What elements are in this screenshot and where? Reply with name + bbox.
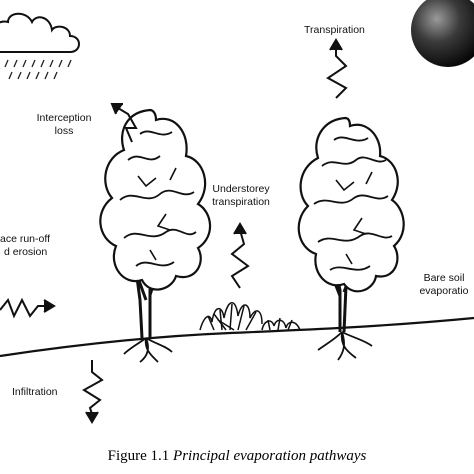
understorey-arrow (230, 222, 250, 289)
runoff-line-2: d erosion (4, 246, 48, 258)
bare-soil-line-1: Bare soil (423, 272, 465, 284)
infiltration-label: Infiltration (12, 386, 58, 398)
caption-prefix: Figure 1.1 (107, 448, 170, 464)
surface-runoff-erosion-label: ace run-off d erosion (0, 233, 50, 259)
rain-cloud-icon (0, 12, 80, 80)
infiltration-arrow (82, 360, 104, 424)
runoff-arrow (0, 297, 56, 319)
rain-streaks (4, 59, 72, 80)
interception-line-2: loss (54, 125, 74, 137)
interception-line-1: Interception (36, 112, 92, 124)
interception-arrow (110, 103, 138, 143)
right-tree (297, 116, 405, 361)
left-tree (99, 108, 212, 363)
bare-soil-evaporation-label: Bare soil evaporatio (408, 272, 474, 298)
interception-loss-label: Interception loss (24, 112, 104, 138)
runoff-line-1: ace run-off (0, 233, 51, 245)
understorey-shrubs (199, 302, 301, 331)
bare-soil-line-2: evaporatio (419, 285, 469, 297)
figure-caption: Figure 1.1 Principal evaporation pathway… (0, 448, 474, 465)
understorey-line-2: transpiration (212, 196, 270, 208)
understorey-line-1: Understorey (212, 183, 270, 195)
understorey-transpiration-label: Understorey transpiration (196, 183, 286, 209)
transpiration-label: Transpiration (304, 24, 365, 36)
transpiration-arrow (326, 38, 348, 99)
caption-title: Principal evaporation pathways (173, 448, 367, 464)
ground-surface (0, 316, 474, 358)
sun-icon (411, 0, 474, 67)
